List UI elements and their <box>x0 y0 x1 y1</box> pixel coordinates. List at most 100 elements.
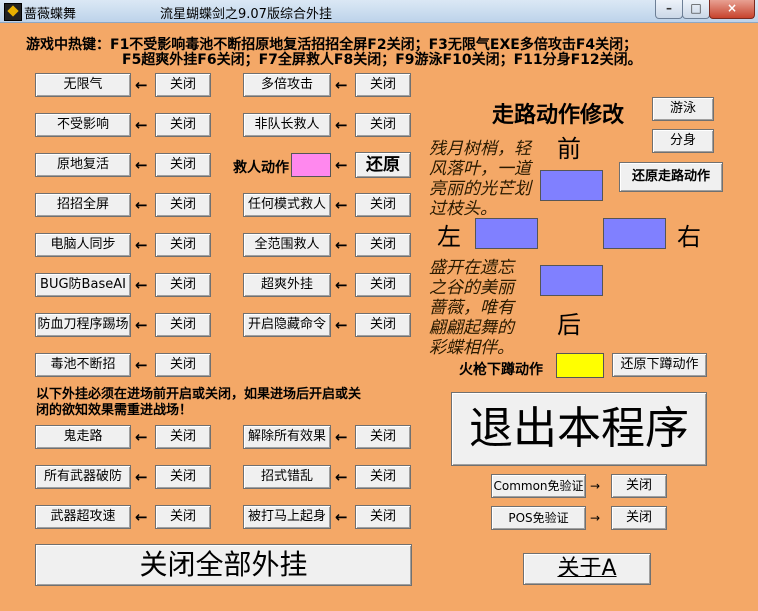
rescue-restore-button[interactable]: 还原 <box>355 152 411 178</box>
poem-line: 盛开在遗忘 <box>429 258 514 278</box>
close-hidden-command-button[interactable]: 关闭 <box>355 313 411 337</box>
close-super-hack-button[interactable]: 关闭 <box>355 273 411 297</box>
close-move-chaos-button[interactable]: 关闭 <box>355 465 411 489</box>
non-leader-rescue-button[interactable]: 非队长救人 <box>243 113 331 137</box>
about-button[interactable]: 关于A <box>523 553 651 585</box>
minimize-icon[interactable]: – <box>655 0 683 19</box>
instant-getup-button[interactable]: 被打马上起身 <box>243 505 331 529</box>
full-range-rescue-button[interactable]: 全范围救人 <box>243 233 331 257</box>
close-common-verify-button[interactable]: 关闭 <box>611 474 667 498</box>
close-any-mode-rescue-button[interactable]: 关闭 <box>355 193 411 217</box>
notice-line2: 闭的欲知效果需重进战场！ <box>36 403 193 418</box>
rescue-action-color[interactable] <box>291 153 331 177</box>
window-title: 流星蝴蝶剑之9.07版综合外挂 <box>160 7 332 22</box>
restore-crouch-button[interactable]: 还原下蹲动作 <box>612 353 707 377</box>
arrow-left-icon: ← <box>135 236 148 254</box>
close-invulnerable-button[interactable]: 关闭 <box>155 113 211 137</box>
any-mode-rescue-button[interactable]: 任何模式救人 <box>243 193 331 217</box>
direction-back-label: 后 <box>557 311 581 339</box>
move-chaos-button[interactable]: 招式错乱 <box>243 465 331 489</box>
ghost-walk-button[interactable]: 鬼走路 <box>35 425 131 449</box>
arrow-left-icon: ← <box>335 276 348 294</box>
arrow-left-icon: ← <box>335 468 348 486</box>
close-pos-verify-button[interactable]: 关闭 <box>611 506 667 530</box>
invulnerable-button[interactable]: 不受影响 <box>35 113 131 137</box>
arrow-left-icon: ← <box>135 196 148 214</box>
common-verify-button[interactable]: Common免验证 <box>491 474 586 498</box>
unlimited-qi-button[interactable]: 无限气 <box>35 73 131 97</box>
close-ai-sync-button[interactable]: 关闭 <box>155 233 211 257</box>
close-anti-kick-button[interactable]: 关闭 <box>155 313 211 337</box>
arrow-left-icon: ← <box>135 116 148 134</box>
fullscreen-attack-button[interactable]: 招招全屏 <box>35 193 131 217</box>
pos-verify-button[interactable]: POS免验证 <box>491 506 586 530</box>
arrow-left-icon: ← <box>335 316 348 334</box>
close-instant-getup-button[interactable]: 关闭 <box>355 505 411 529</box>
ai-sync-button[interactable]: 电脑人同步 <box>35 233 131 257</box>
arrow-left-icon: ← <box>335 156 348 174</box>
clone-button[interactable]: 分身 <box>652 129 714 153</box>
remove-effects-button[interactable]: 解除所有效果 <box>243 425 331 449</box>
poem-line: 残月树梢，轻 <box>429 139 531 159</box>
close-break-defense-button[interactable]: 关闭 <box>155 465 211 489</box>
arrow-left-icon: ← <box>335 428 348 446</box>
close-poison-pool-button[interactable]: 关闭 <box>155 353 211 377</box>
close-unlimited-qi-button[interactable]: 关闭 <box>155 73 211 97</box>
arrow-left-icon: ← <box>335 196 348 214</box>
walk-action-title: 走路动作修改 <box>492 103 625 128</box>
hidden-command-button[interactable]: 开启隐藏命令 <box>243 313 331 337</box>
bug-base-ai-button[interactable]: BUG防BaseAI <box>35 273 131 297</box>
close-bug-base-ai-button[interactable]: 关闭 <box>155 273 211 297</box>
swim-button[interactable]: 游泳 <box>652 97 714 121</box>
close-icon[interactable]: × <box>709 0 755 19</box>
close-attack-speed-button[interactable]: 关闭 <box>155 505 211 529</box>
poem-line: 彩蝶相伴。 <box>429 338 514 358</box>
close-non-leader-rescue-button[interactable]: 关闭 <box>355 113 411 137</box>
arrow-left-icon: ← <box>135 508 148 526</box>
arrow-left-icon: ← <box>135 76 148 94</box>
exit-program-button[interactable]: 退出本程序 <box>451 392 707 466</box>
rescue-action-label: 救人动作 <box>233 160 289 176</box>
close-full-range-rescue-button[interactable]: 关闭 <box>355 233 411 257</box>
crouch-action-color[interactable] <box>556 353 604 378</box>
multi-attack-button[interactable]: 多倍攻击 <box>243 73 331 97</box>
poison-pool-button[interactable]: 毒池不断招 <box>35 353 131 377</box>
window-title-left: 蔷薇蝶舞 <box>24 7 77 22</box>
hotkey-text-line1: 游戏中热键：F1不受影响毒池不断招原地复活招招全屏F2关闭；F3无限气EXE多倍… <box>26 37 638 53</box>
arrow-left-icon: ← <box>335 508 348 526</box>
break-defense-button[interactable]: 所有武器破防 <box>35 465 131 489</box>
attack-speed-button[interactable]: 武器超攻速 <box>35 505 131 529</box>
walk-right-color[interactable] <box>603 218 666 249</box>
direction-front-label: 前 <box>557 135 581 163</box>
close-revive-button[interactable]: 关闭 <box>155 153 211 177</box>
arrow-left-icon: ← <box>135 356 148 374</box>
poem-line: 风落叶，一道 <box>429 159 531 179</box>
arrow-left-icon: ← <box>135 428 148 446</box>
notice-line1: 以下外挂必须在进场前开启或关闭，如果进场后开启或关 <box>36 387 362 402</box>
direction-right-label: 右 <box>677 223 701 251</box>
super-hack-button[interactable]: 超爽外挂 <box>243 273 331 297</box>
anti-kick-button[interactable]: 防血刀程序踢场 <box>35 313 131 337</box>
arrow-left-icon: ← <box>335 76 348 94</box>
walk-back-color[interactable] <box>540 265 603 296</box>
arrow-left-icon: ← <box>135 156 148 174</box>
close-multi-attack-button[interactable]: 关闭 <box>355 73 411 97</box>
restore-walk-button[interactable]: 还原走路动作 <box>619 162 723 192</box>
maximize-icon[interactable]: □ <box>682 0 710 19</box>
close-ghost-walk-button[interactable]: 关闭 <box>155 425 211 449</box>
close-all-hacks-button[interactable]: 关闭全部外挂 <box>35 544 412 586</box>
walk-left-color[interactable] <box>475 218 538 249</box>
title-bar[interactable]: 蔷薇蝶舞 流星蝴蝶剑之9.07版综合外挂 – □ × <box>0 0 758 23</box>
walk-front-color[interactable] <box>540 170 603 201</box>
close-fullscreen-attack-button[interactable]: 关闭 <box>155 193 211 217</box>
revive-in-place-button[interactable]: 原地复活 <box>35 153 131 177</box>
poem-line: 过枝头。 <box>429 199 497 219</box>
arrow-left-icon: ← <box>335 236 348 254</box>
close-remove-effects-button[interactable]: 关闭 <box>355 425 411 449</box>
poem-line: 翩翩起舞的 <box>429 318 514 338</box>
arrow-right-icon: → <box>590 511 601 525</box>
arrow-left-icon: ← <box>135 316 148 334</box>
poem-lower: 盛开在遗忘 之谷的美丽 蔷薇，唯有 翩翩起舞的 彩蝶相伴。 <box>429 258 514 358</box>
app-icon <box>4 3 22 21</box>
